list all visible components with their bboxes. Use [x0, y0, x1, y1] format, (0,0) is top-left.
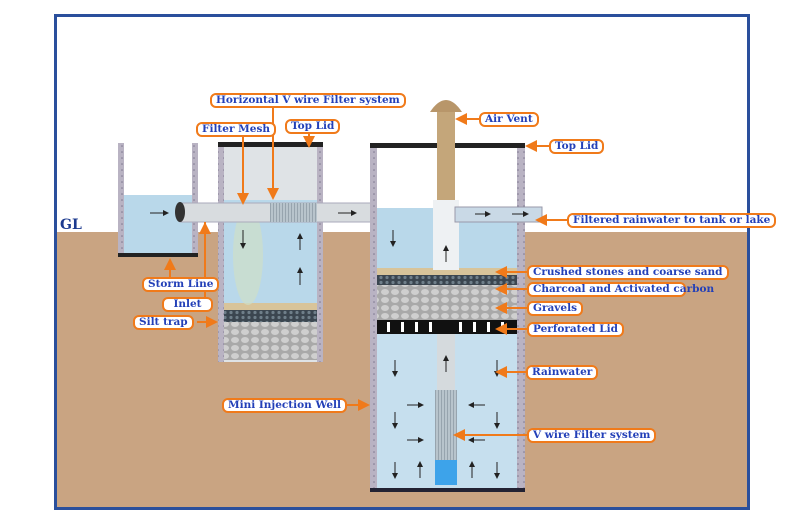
label-perforated-lid: Perforated Lid [527, 322, 624, 337]
horizontal-v-wire-filter [270, 203, 317, 222]
label-filtered-outlet: Filtered rainwater to tank or lake [567, 213, 777, 228]
v-wire-filter [435, 390, 457, 460]
label-v-wire-filter: V wire Filter system [527, 428, 657, 443]
label-storm-line: Storm Line [142, 277, 220, 292]
label-air-vent: Air Vent [479, 112, 539, 127]
ground-level-label: GL [60, 217, 82, 233]
perforated-lid [377, 320, 517, 334]
label-top-lid-left: Top Lid [285, 119, 341, 134]
label-gravels: Gravels [527, 301, 583, 316]
label-filter-mesh: Filter Mesh [196, 122, 276, 137]
silt-trap-tank [218, 142, 323, 362]
label-mini-injection-well: Mini Injection Well [222, 398, 348, 413]
label-rainwater: Rainwater [526, 365, 599, 380]
label-horizontal-v-wire-filter: Horizontal V wire Filter system [210, 93, 406, 108]
label-silt-trap: Silt trap [133, 315, 194, 330]
storm-box [118, 143, 198, 257]
air-vent-pipe [437, 108, 455, 200]
label-crushed-stones: Crushed stones and coarse sand [527, 265, 729, 280]
injection-well-tank [370, 100, 543, 492]
label-top-lid-right: Top Lid [549, 139, 605, 154]
label-inlet: Inlet [162, 297, 213, 312]
label-charcoal: Charcoal and Activated carbon [527, 282, 714, 297]
